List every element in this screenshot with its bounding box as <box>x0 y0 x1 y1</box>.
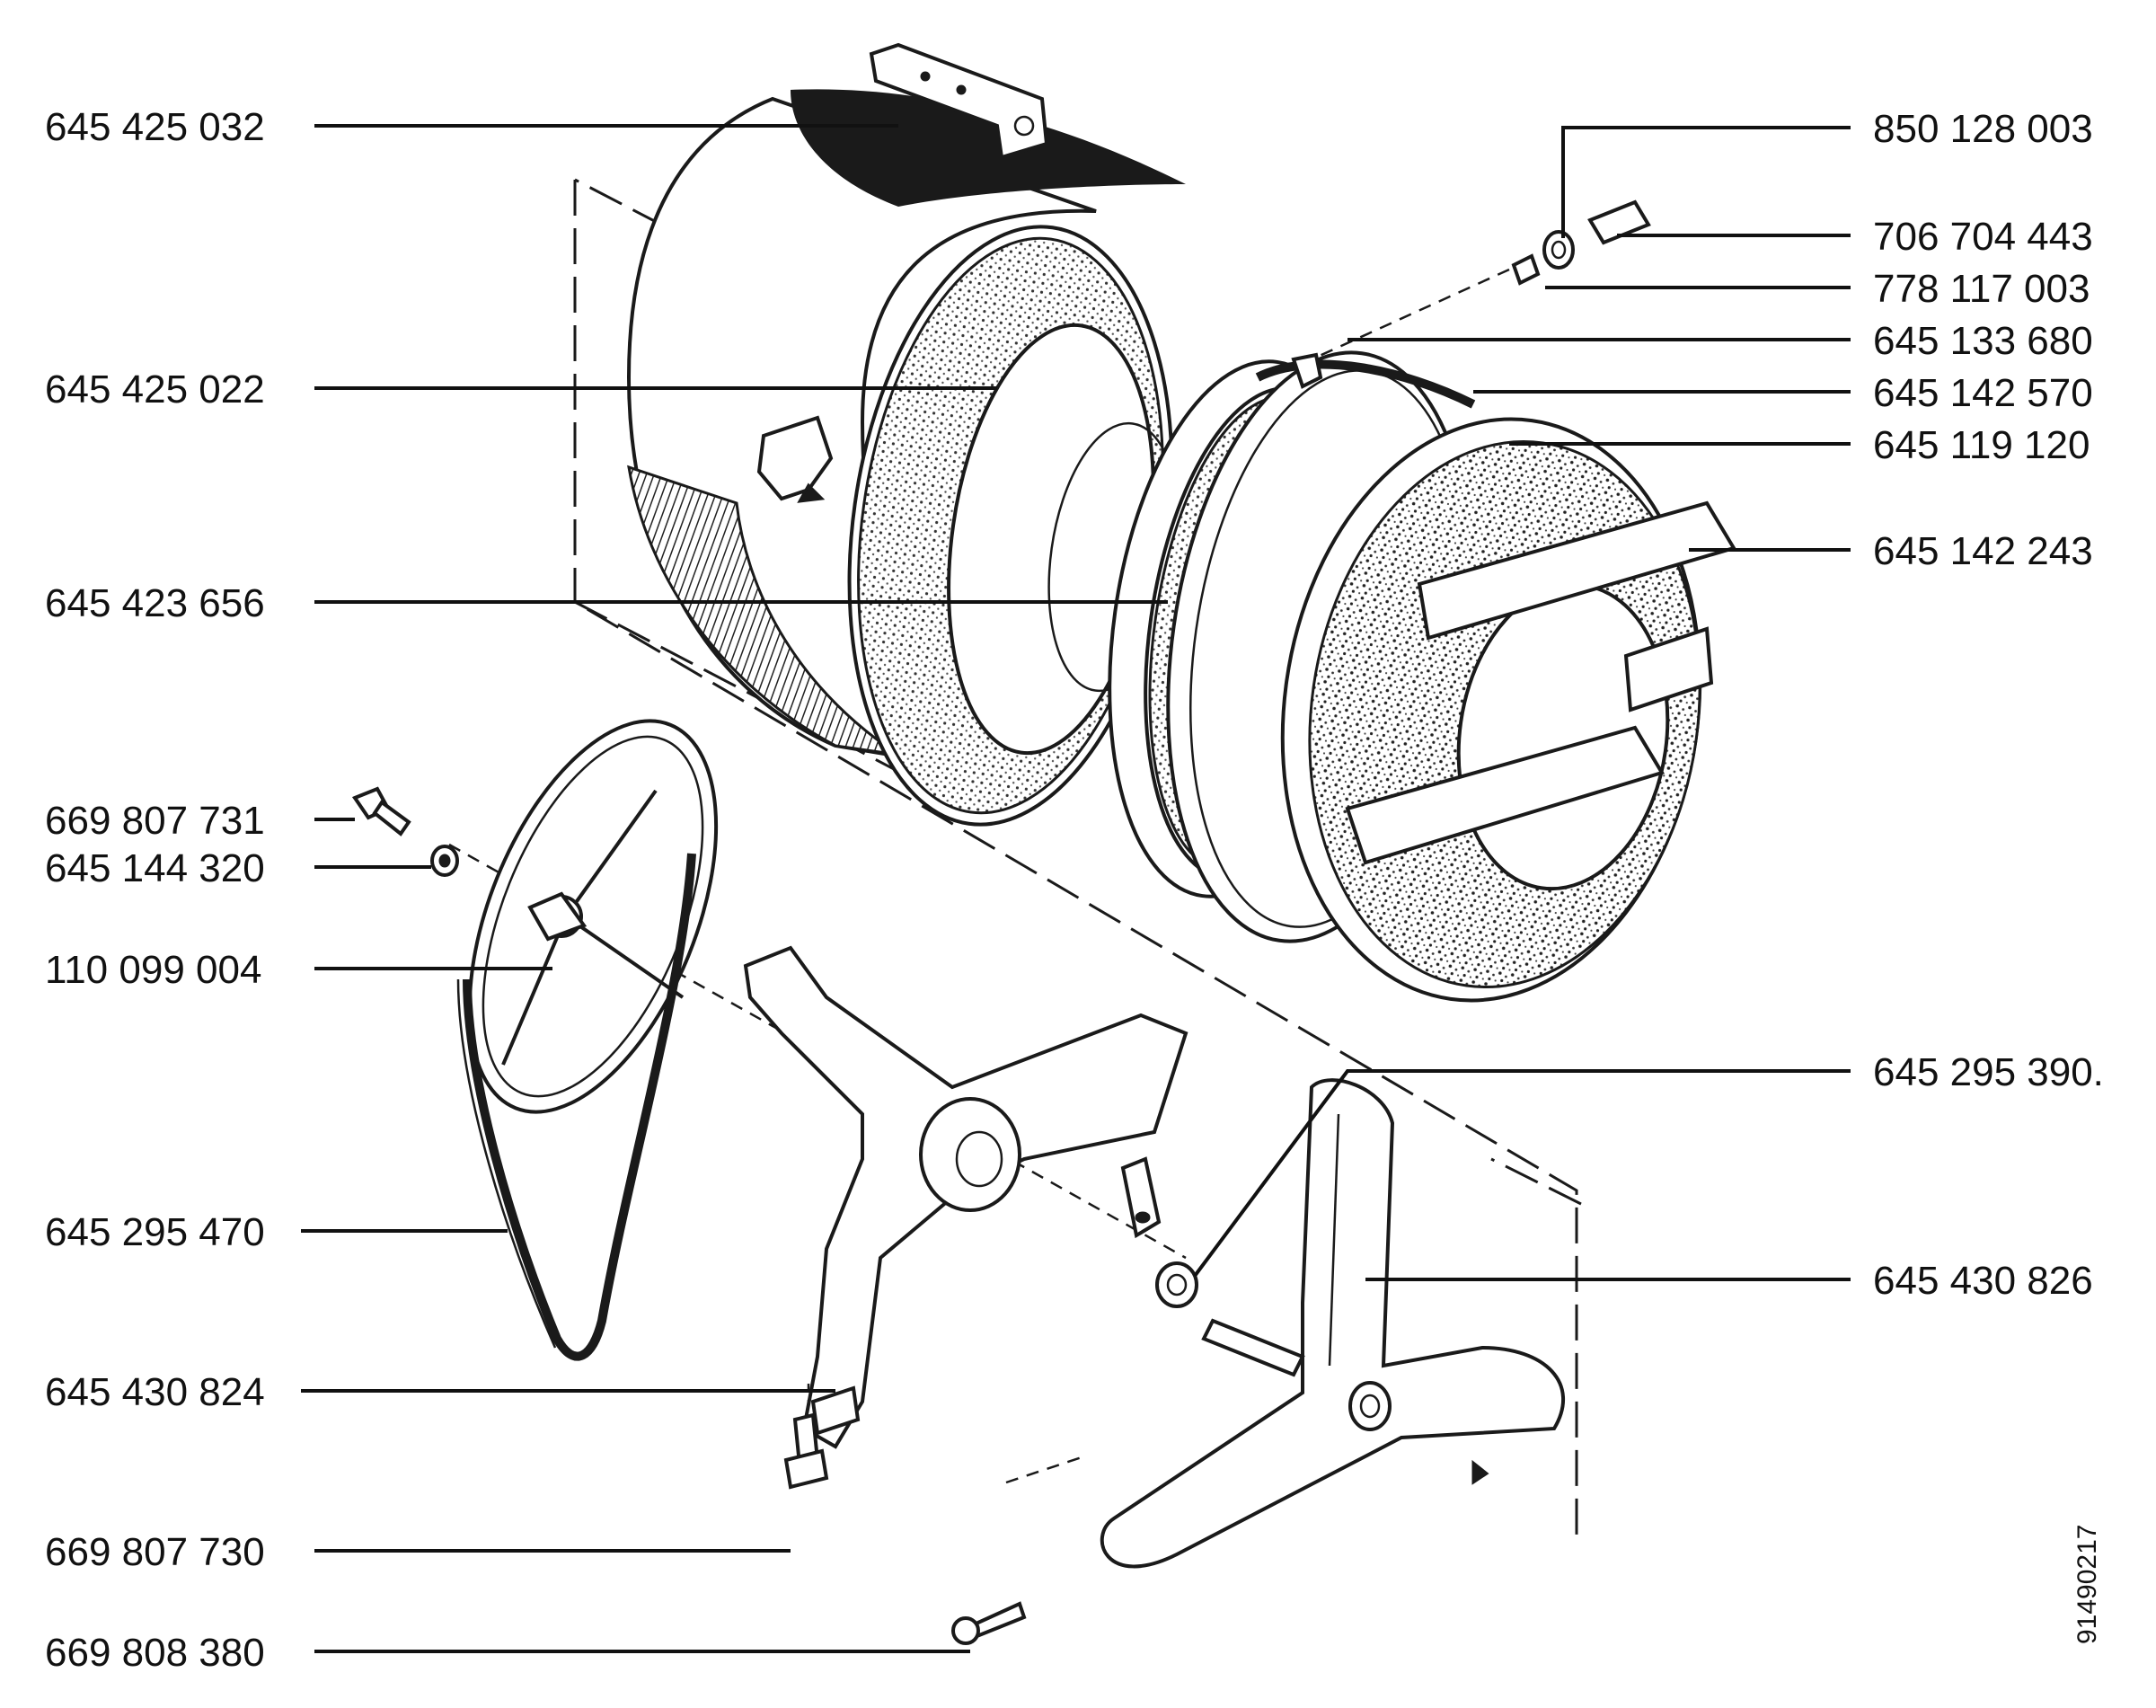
bottom-screws <box>783 1412 1027 1645</box>
part-label-right-9: 645 430 826 <box>1873 1259 2093 1303</box>
part-label-left-5: 645 144 320 <box>45 846 265 890</box>
part-label-left-2: 645 425 022 <box>45 367 265 412</box>
part-label-right-2: 706 704 443 <box>1873 215 2093 259</box>
right-labels: 850 128 003 706 704 443 778 117 003 645 … <box>1873 107 2104 1303</box>
part-label-right-3: 778 117 003 <box>1873 267 2090 311</box>
pulley-bolt-and-washer <box>351 786 459 877</box>
part-label-right-8: 645 295 390. <box>1873 1050 2104 1094</box>
top-right-hardware <box>1511 199 1651 286</box>
part-label-left-1: 645 425 032 <box>45 105 265 149</box>
part-label-right-1: 850 128 003 <box>1873 107 2093 151</box>
part-label-left-7: 645 295 470 <box>45 1210 265 1254</box>
front-counterweight <box>1280 417 1737 1003</box>
part-label-right-7: 645 142 243 <box>1873 529 2093 573</box>
part-label-left-10: 669 808 380 <box>45 1631 265 1675</box>
part-label-left-4: 669 807 731 <box>45 799 265 843</box>
part-label-left-6: 110 099 004 <box>45 948 261 992</box>
drawing-number: 91490217 <box>2072 1525 2102 1644</box>
drive-shaft-bushing <box>1155 1261 1305 1377</box>
left-labels: 645 425 032 645 425 022 645 423 656 669 … <box>45 105 265 1675</box>
pulley-wheel <box>467 719 719 1114</box>
part-label-left-3: 645 423 656 <box>45 581 265 625</box>
drive-belt <box>456 853 696 1361</box>
leader-lines <box>301 124 1851 1653</box>
part-label-right-5: 645 142 570 <box>1873 371 2093 415</box>
part-label-right-6: 645 119 120 <box>1873 423 2090 467</box>
front-spider-star <box>1100 1078 1566 1569</box>
part-label-left-9: 669 807 730 <box>45 1530 265 1574</box>
bearing-spider-cross <box>743 945 1188 1449</box>
outer-tub-drum <box>626 42 1186 827</box>
part-label-left-8: 645 430 824 <box>45 1370 265 1414</box>
part-label-right-4: 645 133 680 <box>1873 319 2093 363</box>
